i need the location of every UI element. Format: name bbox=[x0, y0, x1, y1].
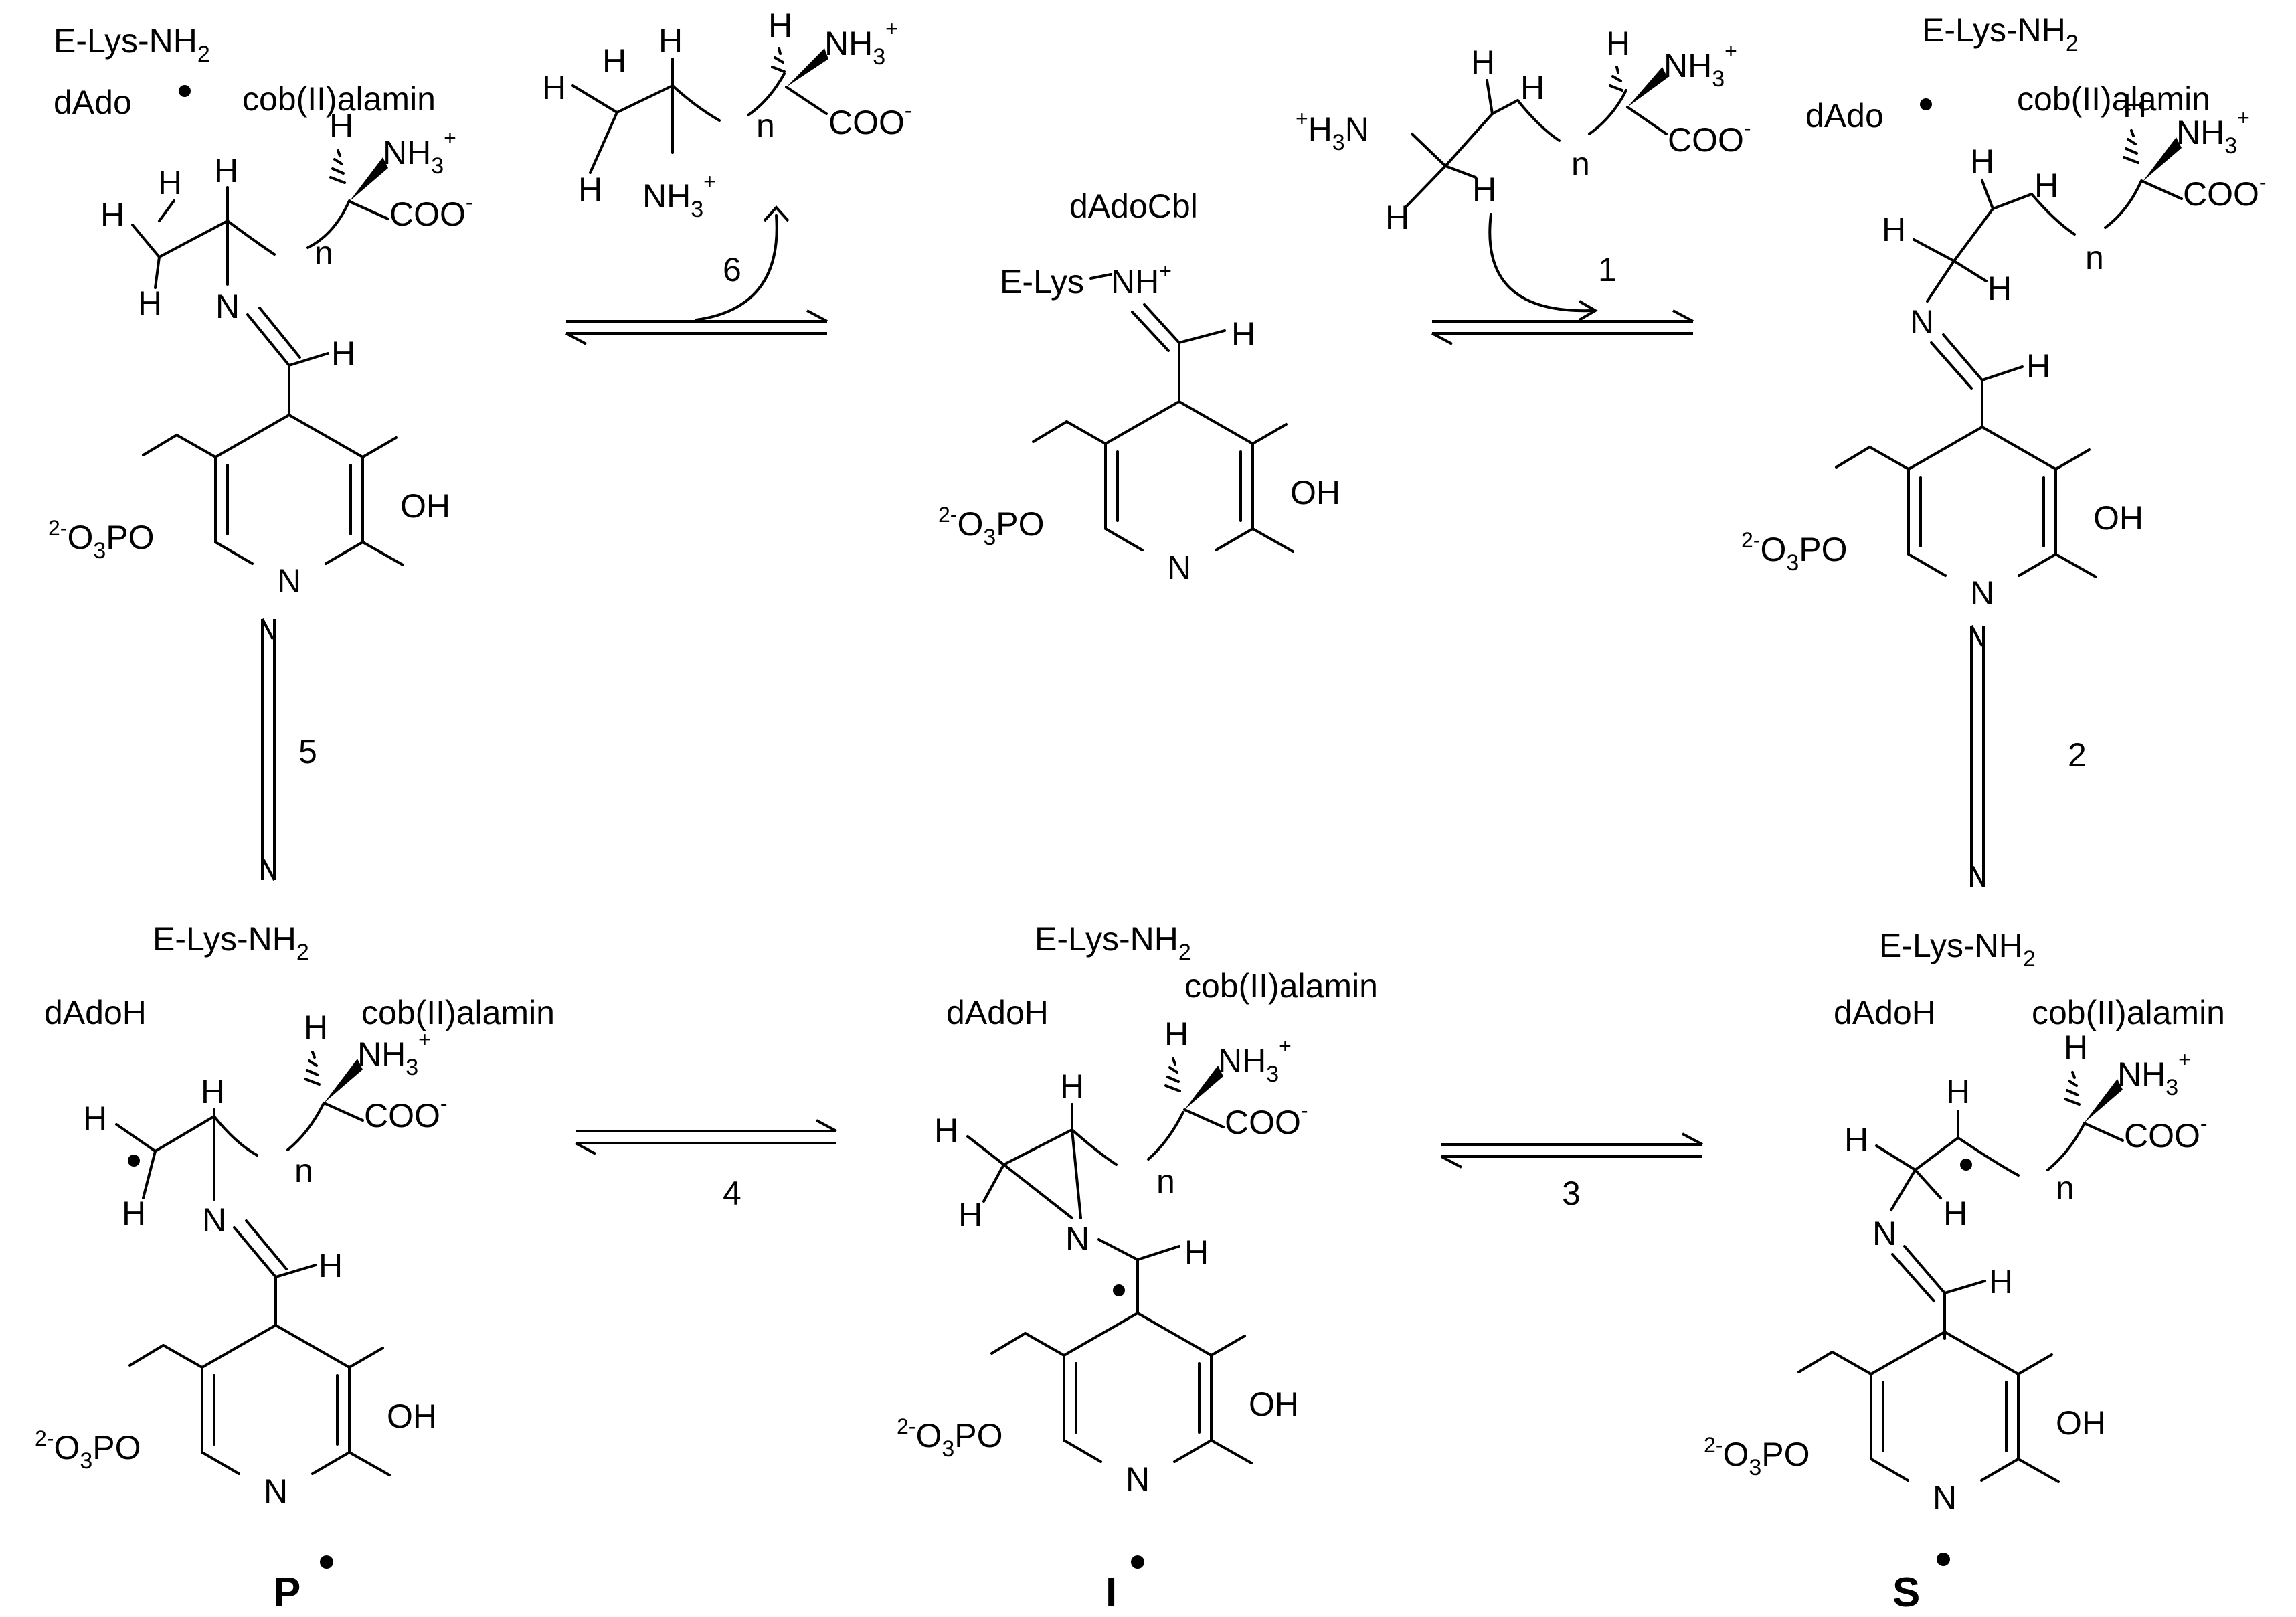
dado-h-label: dAdoH bbox=[44, 994, 147, 1031]
radical-dot bbox=[1960, 1159, 1972, 1171]
product-radical-label: P bbox=[273, 1569, 300, 1616]
dado-h-label: dAdoH bbox=[1834, 994, 1936, 1031]
intermediate-radical-species: E-Lys-NH2 dAdoH cob(II)alamin H H H N H … bbox=[895, 920, 1378, 1616]
hydrogen-atom: H bbox=[100, 196, 124, 234]
hydrogen-atom: H bbox=[122, 1195, 146, 1232]
substrate-lysine-species: +H3N H H H H n H NH3+ COO- bbox=[1296, 25, 1751, 236]
hydrogen-atom: H bbox=[201, 1073, 225, 1110]
ammonium-group: NH3+ bbox=[824, 17, 898, 70]
imine-nitrogen: N bbox=[215, 288, 240, 325]
hydrogen-atom: H bbox=[934, 1112, 958, 1149]
step-4-arrow: 4 bbox=[574, 1119, 838, 1212]
cobalamin-label: cob(II)alamin bbox=[2032, 994, 2225, 1031]
product-radical-species: E-Lys-NH2 dAdoH cob(II)alamin H H H N H … bbox=[33, 920, 555, 1616]
aziridine-nitrogen: N bbox=[1065, 1220, 1089, 1258]
hydrogen-atom: H bbox=[958, 1196, 982, 1233]
external-aldimine-species: E-Lys-NH2 dAdo cob(II)alamin H H H H N H… bbox=[1740, 11, 2268, 613]
radical-dot bbox=[1920, 98, 1932, 110]
radical-dot bbox=[320, 1555, 333, 1569]
product-aldimine-species: E-Lys-NH2 dAdo cob(II)alamin H H H H N H… bbox=[47, 22, 474, 601]
hydrogen-atom: H bbox=[331, 335, 355, 372]
intermediate-radical-label: I bbox=[1106, 1569, 1117, 1616]
chain-length-n: n bbox=[2085, 239, 2104, 276]
ammonium-group: NH3+ bbox=[642, 169, 716, 222]
step-6-arrow: 6 bbox=[565, 205, 828, 345]
chain-length-n: n bbox=[1156, 1163, 1175, 1200]
chain-length-n: n bbox=[1571, 145, 1590, 183]
step-number: 2 bbox=[2068, 736, 2087, 774]
protonated-lysine-label: E-Lys bbox=[1000, 263, 1084, 301]
protonated-amine: +H3N bbox=[1296, 106, 1369, 155]
protonated-lysine-nh: NH+ bbox=[1111, 259, 1172, 301]
step-number: 5 bbox=[298, 733, 317, 770]
imine-nitrogen: N bbox=[202, 1201, 226, 1239]
step-1-arrow: 1 bbox=[1431, 213, 1694, 345]
hydrogen-atom: H bbox=[1844, 1121, 1868, 1159]
hydrogen-atom: H bbox=[1882, 211, 1906, 248]
hydrogen-atom: H bbox=[1970, 143, 1994, 180]
chain-length-n: n bbox=[315, 234, 333, 272]
dado-h-label: dAdoH bbox=[946, 994, 1049, 1031]
hydrogen-atom: H bbox=[578, 171, 602, 208]
hydrogen-atom: H bbox=[1988, 270, 2012, 307]
carboxylate-group: COO- bbox=[828, 98, 912, 141]
step-3-arrow: 3 bbox=[1440, 1132, 1704, 1212]
hydrogen-atom: H bbox=[602, 42, 626, 80]
hydrogen-atom: H bbox=[214, 152, 238, 189]
step-2-arrow: 2 bbox=[1970, 624, 2087, 888]
imine-nitrogen: N bbox=[1872, 1215, 1896, 1252]
hydrogen-atom: H bbox=[158, 164, 182, 201]
hydrogen-atom: H bbox=[1989, 1263, 2013, 1300]
imine-nitrogen: N bbox=[1910, 303, 1934, 341]
hydrogen-atom: H bbox=[2026, 347, 2050, 385]
step-number: 6 bbox=[723, 251, 741, 288]
hydrogen-atom: H bbox=[2034, 167, 2058, 204]
step-number: 1 bbox=[1598, 251, 1617, 288]
substrate-radical-label: S bbox=[1892, 1569, 1920, 1616]
ammonium-group: NH3+ bbox=[1664, 39, 1737, 92]
chain-length-n: n bbox=[294, 1152, 313, 1189]
hydrogen-atom: H bbox=[1184, 1233, 1209, 1271]
enzyme-lysine-label: E-Lys-NH2 bbox=[1035, 920, 1191, 965]
internal-aldimine-species: dAdoCbl E-Lys NH+ H bbox=[937, 187, 1342, 588]
enzyme-lysine-label: E-Lys-NH2 bbox=[1922, 11, 2079, 56]
dado-radical-label: dAdo bbox=[1805, 97, 1884, 135]
radical-dot bbox=[1113, 1284, 1125, 1296]
substrate-radical-species: E-Lys-NH2 dAdoH cob(II)alamin H H H N H … bbox=[1702, 927, 2225, 1616]
cobalamin-label: cob(II)alamin bbox=[2017, 80, 2210, 118]
released-product-species: H H H H NH3+ n H NH3+ COO- bbox=[542, 7, 912, 222]
step-5-arrow: 5 bbox=[261, 618, 317, 881]
alpha-hydrogen: H bbox=[1606, 25, 1630, 62]
step-number: 3 bbox=[1562, 1175, 1581, 1212]
enzyme-lysine-label: E-Lys-NH2 bbox=[54, 22, 210, 67]
hydrogen-atom: H bbox=[1946, 1073, 1970, 1110]
hydrogen-atom: H bbox=[1385, 199, 1409, 236]
hydrogen-atom: H bbox=[1943, 1195, 1967, 1232]
enzyme-lysine-label: E-Lys-NH2 bbox=[1879, 927, 2036, 972]
hydrogen-atom: H bbox=[319, 1247, 343, 1284]
enzyme-lysine-label: E-Lys-NH2 bbox=[153, 920, 309, 965]
alpha-hydrogen: H bbox=[768, 7, 792, 44]
hydrogen-atom: H bbox=[83, 1100, 107, 1137]
cobalamin-label: cob(II)alamin bbox=[361, 994, 555, 1031]
coenzyme-label: dAdoCbl bbox=[1069, 187, 1198, 225]
cobalamin-label: cob(II)alamin bbox=[1184, 967, 1378, 1005]
carboxylate-group: COO- bbox=[1668, 116, 1751, 159]
radical-dot bbox=[179, 85, 191, 97]
hydrogen-atom: H bbox=[138, 284, 162, 322]
hydrogen-atom: H bbox=[658, 22, 683, 60]
hydrogen-atom: H bbox=[1060, 1068, 1084, 1105]
hydrogen-atom: H bbox=[542, 69, 566, 106]
radical-dot bbox=[1131, 1555, 1144, 1569]
radical-dot bbox=[128, 1155, 140, 1167]
hydrogen-atom: H bbox=[1471, 44, 1495, 81]
chain-length-n: n bbox=[2056, 1169, 2074, 1207]
step-number: 4 bbox=[723, 1175, 741, 1212]
radical-dot bbox=[1937, 1553, 1950, 1566]
dado-radical-label: dAdo bbox=[54, 84, 132, 121]
hydrogen-atom: H bbox=[1520, 69, 1544, 106]
chain-length-n: n bbox=[756, 107, 775, 145]
hydrogen-atom: H bbox=[1231, 315, 1255, 353]
